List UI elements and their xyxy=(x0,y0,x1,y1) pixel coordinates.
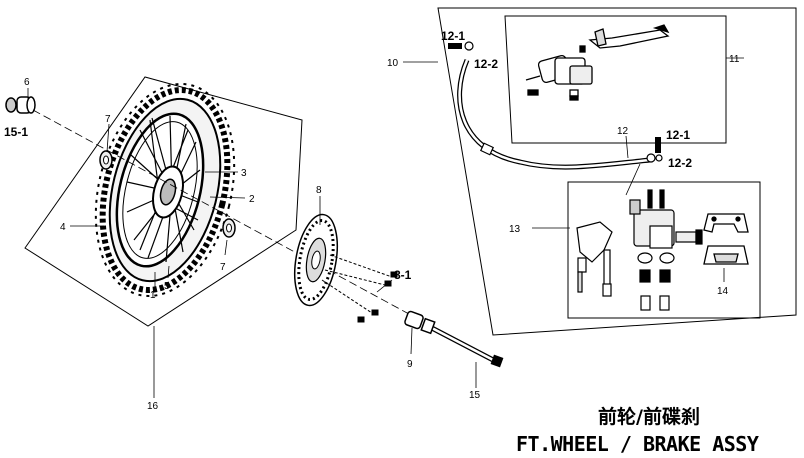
leader-lines xyxy=(27,57,744,398)
callout-11: 11 xyxy=(729,54,740,65)
title-chinese: 前轮/前碟刹 xyxy=(598,406,700,428)
callout-16: 16 xyxy=(147,401,159,412)
callout-12: 12 xyxy=(617,126,629,137)
brake-pads-14 xyxy=(703,213,749,265)
title-english: FT.WHEEL / BRAKE ASSY xyxy=(516,432,759,456)
callout-12-1-bottom: 12-1 xyxy=(666,128,690,142)
callout-12-1-top: 12-1 xyxy=(441,29,465,43)
callout-15: 15 xyxy=(469,390,481,401)
callout-7-right: 7 xyxy=(220,262,226,273)
callout-3: 3 xyxy=(241,168,247,179)
callout-4: 4 xyxy=(60,222,66,233)
axle-centerline xyxy=(32,109,421,321)
callout-13: 13 xyxy=(509,224,521,235)
callout-8-1: 8-1 xyxy=(394,268,412,282)
hose-to-caliper-line xyxy=(625,163,641,196)
callout-6: 6 xyxy=(24,77,30,88)
collar-6 xyxy=(16,96,36,114)
callout-10: 10 xyxy=(387,58,399,69)
wheel-group-outline xyxy=(24,76,303,327)
callout-15-1: 15-1 xyxy=(4,125,28,139)
banjo-bolt-12-1-top xyxy=(448,41,474,51)
callout-2: 2 xyxy=(249,194,255,205)
caliper-box xyxy=(567,181,761,319)
callout-7-left: 7 xyxy=(105,114,111,125)
front-axle-15 xyxy=(420,317,504,368)
axle-collar-9 xyxy=(404,310,424,330)
master-cylinder-box xyxy=(504,15,727,144)
bearing-7-left xyxy=(99,150,113,170)
banjo-bolt-12-1-bottom xyxy=(646,137,663,163)
callout-12-2-top: 12-2 xyxy=(474,57,498,71)
axle-spacer-15-1 xyxy=(5,97,17,113)
bearing-7-right xyxy=(222,218,236,238)
callout-8: 8 xyxy=(316,185,322,196)
callout-9: 9 xyxy=(407,359,413,370)
callout-12-2-bottom: 12-2 xyxy=(668,156,692,170)
callout-5: 5 xyxy=(164,281,170,292)
wheel-spokes xyxy=(126,115,201,263)
brake-lever-assembly-11 xyxy=(525,24,670,101)
callout-14: 14 xyxy=(717,286,729,297)
brake-hose-12 xyxy=(457,59,651,170)
brake-group-outline xyxy=(437,7,797,336)
brake-caliper-13 xyxy=(576,189,703,311)
callout-1: 1 xyxy=(150,290,156,301)
